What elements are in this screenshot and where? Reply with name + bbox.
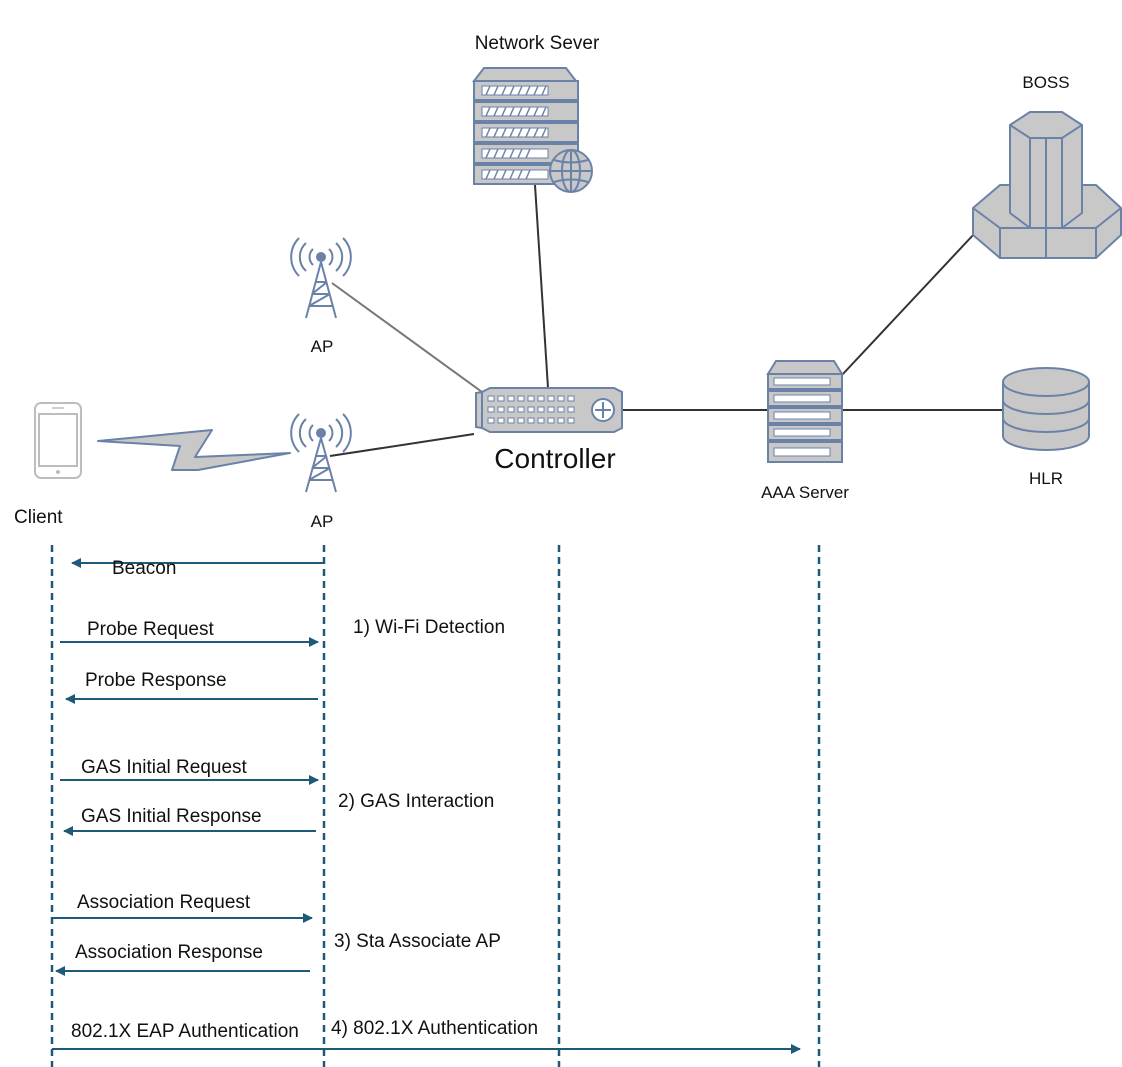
hlr-label: HLR (1029, 469, 1063, 488)
link-ap-top-controller (331, 282, 483, 393)
link-aaa-boss (841, 232, 976, 376)
wireless-link-icon (97, 429, 291, 471)
step-label: 4) 802.1X Authentication (331, 1018, 538, 1039)
network-server-label: Network Sever (475, 33, 600, 54)
step-label: 1) Wi-Fi Detection (353, 617, 505, 638)
step-label: 3) Sta Associate AP (334, 931, 501, 952)
aaa-server-label: AAA Server (761, 483, 849, 502)
controller-icon (475, 387, 623, 433)
network-server-icon (471, 67, 593, 193)
boss-label: BOSS (1022, 73, 1069, 92)
aaa-server-icon (766, 360, 844, 463)
ap-top-label: AP (311, 337, 334, 356)
step-labels: 1) Wi-Fi Detection 2) GAS Interaction 3)… (331, 617, 538, 1039)
ap-bottom-icon (290, 413, 352, 493)
link-network-server-controller (534, 184, 549, 389)
message-labels: Beacon Probe Request Probe Response GAS … (71, 558, 299, 1042)
message-label: Association Response (75, 942, 263, 963)
hlr-database-icon (1002, 367, 1090, 451)
router-arrows-icon (591, 398, 615, 422)
ap-top-icon (290, 237, 352, 319)
message-label: Beacon (112, 558, 176, 579)
message-label: GAS Initial Response (81, 806, 262, 827)
topology-links (329, 184, 1002, 457)
ap-bottom-label: AP (311, 512, 334, 531)
client-label: Client (14, 507, 63, 528)
message-label: Probe Request (87, 619, 214, 640)
message-label: GAS Initial Request (81, 757, 248, 778)
controller-label: Controller (494, 443, 615, 474)
link-ap-bottom-controller (329, 433, 475, 457)
client-phone-icon (34, 402, 82, 479)
message-label: 802.1X EAP Authentication (71, 1021, 299, 1042)
step-label: 2) GAS Interaction (338, 791, 494, 812)
messages (52, 558, 801, 1054)
boss-icon (972, 111, 1122, 259)
message-label: Association Request (77, 892, 251, 913)
message-label: Probe Response (85, 670, 227, 691)
globe-icon (549, 149, 593, 193)
lifelines (50, 545, 821, 1067)
